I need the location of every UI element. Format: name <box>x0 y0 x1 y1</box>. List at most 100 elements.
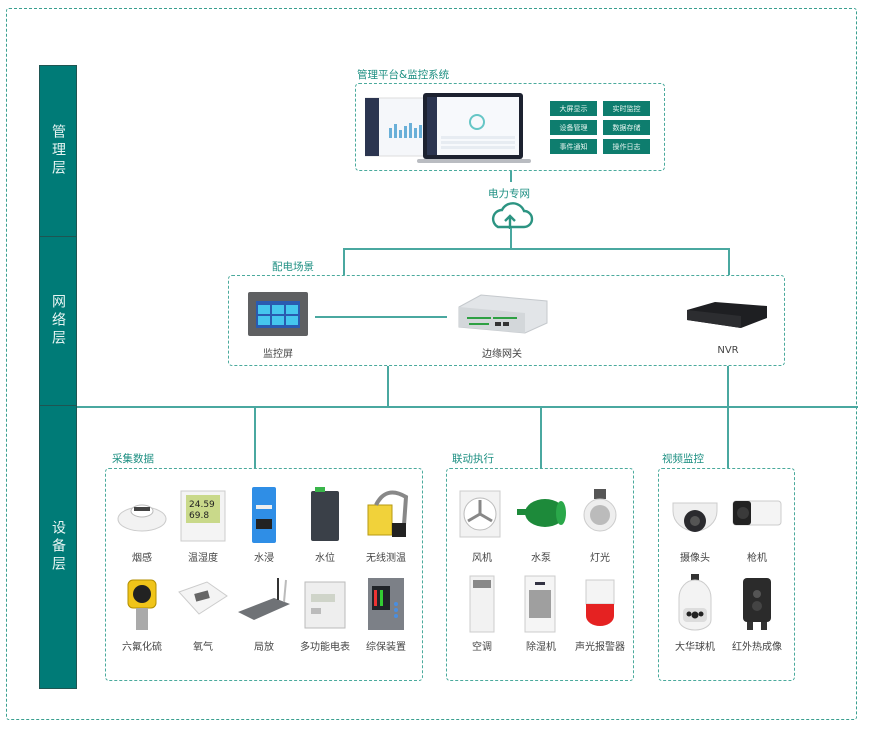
device-image <box>727 485 787 545</box>
connector-line <box>315 316 447 318</box>
device-label: 水位 <box>315 553 335 564</box>
device-icon <box>678 574 712 631</box>
device-label: 灯光 <box>590 553 610 564</box>
device-label: 氧气 <box>193 642 213 653</box>
device-item: 烟感 <box>112 485 172 564</box>
device-label: 枪机 <box>747 553 767 564</box>
device-label: 水泵 <box>531 553 551 564</box>
device-item: 灯光 <box>570 485 630 564</box>
device-icon <box>127 579 157 630</box>
device-image <box>570 574 630 634</box>
device-image <box>511 485 571 545</box>
actuate-grid: 风机水泵灯光空调除湿机声光报警器 <box>452 485 630 653</box>
device-icon <box>743 578 771 630</box>
device-icon <box>178 581 228 615</box>
device-item: 综保装置 <box>356 574 416 653</box>
video-grid: 摄像头 枪机大华球机红外热成像 <box>665 485 789 653</box>
function-button[interactable]: 实时监控 <box>603 101 650 116</box>
function-button[interactable]: 数据存储 <box>603 120 650 135</box>
device-label: 空调 <box>472 642 492 653</box>
nvr-icon <box>687 302 767 328</box>
device-item: 水浸 <box>234 485 294 564</box>
svg-text:69.8: 69.8 <box>189 511 209 521</box>
device-icon <box>367 490 409 537</box>
device-bus-line <box>77 406 858 408</box>
collect-title: 采集数据 <box>112 453 154 465</box>
device-icon <box>117 504 167 532</box>
device-image <box>570 485 630 545</box>
outer-frame <box>6 8 857 720</box>
device-item: 局放 <box>234 574 294 653</box>
layer-label: 设备层 <box>50 520 66 574</box>
device-image <box>173 574 233 634</box>
svg-text:24.59: 24.59 <box>189 500 215 510</box>
device-image <box>665 574 725 634</box>
device-label: 烟感 <box>132 553 152 564</box>
network-box <box>228 275 785 366</box>
function-button[interactable]: 事件通知 <box>550 139 597 154</box>
device-icon <box>732 500 782 526</box>
device-icon <box>304 581 346 629</box>
donut-shape <box>469 114 485 130</box>
device-item: 红外热成像 <box>727 574 787 653</box>
device-label: 风机 <box>472 553 492 564</box>
actuate-box <box>446 468 634 681</box>
device-icon <box>238 578 290 620</box>
layer-management: 管理层 <box>39 65 77 237</box>
device-icon <box>252 487 276 543</box>
device-image <box>112 485 172 545</box>
layer-device: 设备层 <box>39 405 77 689</box>
device-label: 局放 <box>254 642 274 653</box>
monitor-screen-icon <box>248 292 308 336</box>
management-title: 管理平台&监控系统 <box>357 69 450 81</box>
device-item: 多功能电表 <box>295 574 355 653</box>
device-item: 除湿机 <box>511 574 571 653</box>
connector-line <box>387 366 389 407</box>
device-label: 水浸 <box>254 553 274 564</box>
device-item: 水位 <box>295 485 355 564</box>
connector-line <box>510 228 512 249</box>
function-buttons: 大屏显示 实时监控 设备管理 数据存储 事件通知 操作日志 <box>550 101 650 154</box>
layer-label: 管理层 <box>50 124 66 178</box>
device-image <box>511 574 571 634</box>
device-item: 大华球机 <box>665 574 725 653</box>
network-title: 配电场景 <box>272 261 314 273</box>
sidebar-shape <box>365 98 379 156</box>
device-icon <box>672 502 718 532</box>
device-icon <box>469 575 495 633</box>
device-icon <box>585 579 615 626</box>
connector-line <box>343 248 730 250</box>
video-title: 视频监控 <box>662 453 704 465</box>
device-item: 氧气 <box>173 574 233 653</box>
device-label: 六氟化硫 <box>122 642 162 653</box>
device-image <box>727 574 787 634</box>
device-label: NVR <box>717 345 739 356</box>
edge-gateway-icon <box>458 294 548 334</box>
device-item: 空调 <box>452 574 512 653</box>
device-label: 摄像头 <box>680 553 710 564</box>
function-button[interactable]: 设备管理 <box>550 120 597 135</box>
collect-box <box>105 468 423 681</box>
device-icon <box>517 499 566 527</box>
device-image <box>356 485 416 545</box>
laptop-base <box>417 159 531 163</box>
cloud-label: 电力专网 <box>488 188 530 200</box>
table-rows <box>441 136 515 149</box>
device-label: 无线测温 <box>366 553 406 564</box>
cloud-upload-icon <box>491 202 534 229</box>
function-button[interactable]: 大屏显示 <box>550 101 597 116</box>
device-image <box>356 574 416 634</box>
device-label: 除湿机 <box>526 642 556 653</box>
device-image <box>234 485 294 545</box>
connector-line <box>727 366 729 468</box>
device-icon <box>459 490 501 538</box>
device-item: 六氟化硫 <box>112 574 172 653</box>
device-image <box>452 485 512 545</box>
function-button[interactable]: 操作日志 <box>603 139 650 154</box>
device-label: 多功能电表 <box>300 642 350 653</box>
platform-screenshot <box>365 93 531 163</box>
device-image <box>295 485 355 545</box>
device-image <box>452 574 512 634</box>
